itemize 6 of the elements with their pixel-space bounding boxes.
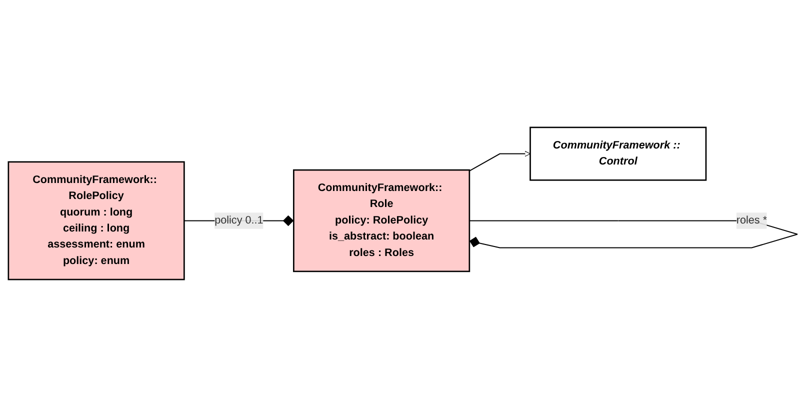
edge-label: roles *	[736, 214, 768, 226]
node-box: CommunityFramework:: Role policy: RolePolicy is_abstract: boolean roles : Roles	[293, 168, 470, 272]
edge-label: policy 0..1	[214, 214, 264, 226]
node-box: CommunityFramework :: Control	[530, 126, 707, 180]
arrow	[469, 150, 531, 171]
node-box: CommunityFramework:: RolePolicy quorum : long ceiling : long assessment: enum policy: enum	[8, 160, 185, 280]
